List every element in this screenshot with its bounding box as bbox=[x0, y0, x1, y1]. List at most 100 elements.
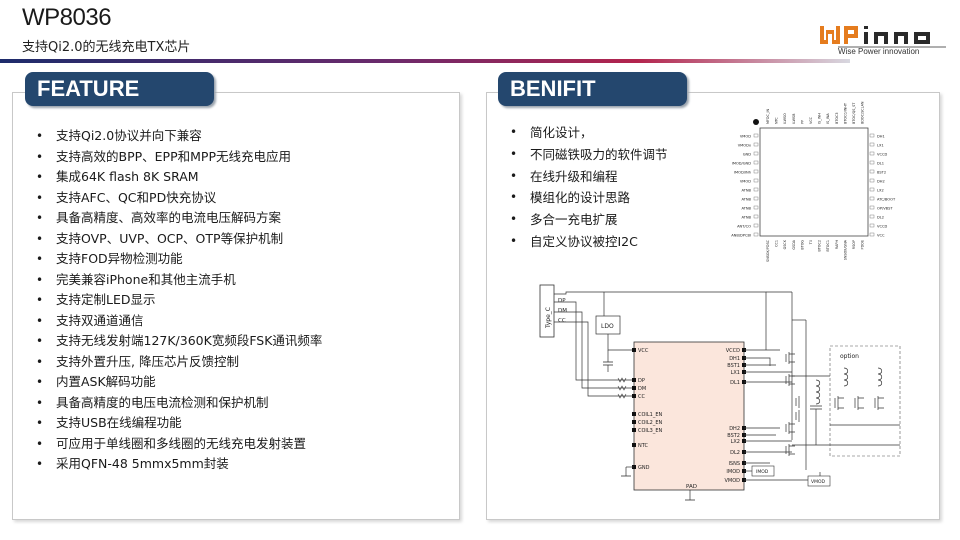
pinout-label: ATC/BOOT bbox=[877, 198, 896, 202]
chip-pin-label: VCCD bbox=[726, 348, 740, 354]
chip-pad-label: PAD bbox=[686, 484, 697, 490]
pinout-label: GSDA bbox=[792, 239, 796, 249]
pinout-label: BTOC2 bbox=[818, 240, 822, 252]
chip-pin-label: BST2 bbox=[727, 433, 740, 439]
pinout-label: SNSOX/GNA bbox=[843, 239, 847, 260]
list-item: 支持高效的BPP、EPP和MPP无线充电应用 bbox=[36, 147, 322, 168]
list-item: 支持USB在线编程功能 bbox=[36, 413, 322, 434]
list-item: 采用QFN-48 5mmx5mm封装 bbox=[36, 454, 322, 475]
chip-pin-label: DM bbox=[638, 386, 646, 392]
feature-heading: FEATURE bbox=[25, 72, 214, 106]
pin-pad bbox=[753, 169, 759, 174]
pin-pad bbox=[753, 187, 759, 192]
chip-pin-marker bbox=[632, 348, 636, 352]
chip-pin-label: ISNS bbox=[728, 461, 740, 467]
chip-pin-marker bbox=[632, 386, 636, 390]
chip-pin-label: DL2 bbox=[730, 450, 740, 456]
pin-pad bbox=[869, 142, 875, 147]
chip-pin-label: DL1 bbox=[730, 380, 740, 386]
pin-pad bbox=[869, 178, 875, 183]
chip-pin-label: IMOD bbox=[726, 469, 740, 475]
pinout-label: VMOD bbox=[740, 180, 751, 184]
list-item: 具备高精度、高效率的电流电压解码方案 bbox=[36, 208, 322, 229]
vmod-box-label: VMOD bbox=[811, 479, 826, 485]
list-item: 可应用于单线圈和多线圈的无线充电发射装置 bbox=[36, 434, 322, 455]
benefit-list: 简化设计， 不同磁铁吸力的软件调节 在线升级和编程 模组化的设计思路 多合一充电… bbox=[510, 122, 668, 253]
pinout-label: BTOC/QS_ST bbox=[852, 102, 856, 124]
chip-pin-marker bbox=[632, 420, 636, 424]
pinout-label: LX2 bbox=[877, 189, 884, 193]
pinout-label: IMOD/GND bbox=[732, 162, 751, 166]
chip-pin-marker bbox=[632, 394, 636, 398]
chip-pin-label: COIL2_EN bbox=[638, 420, 663, 426]
typec-label: Type_C bbox=[545, 307, 552, 329]
pin-pad bbox=[753, 160, 759, 165]
pin-pad bbox=[869, 133, 875, 138]
pin-pad bbox=[869, 151, 875, 156]
list-item: 内置ASK解码功能 bbox=[36, 372, 322, 393]
pin-pad bbox=[753, 223, 759, 228]
list-item: 完美兼容iPhone和其他主流手机 bbox=[36, 270, 322, 291]
pinout-label: DH2 bbox=[877, 180, 885, 184]
chip-pin-label: VCC bbox=[638, 348, 649, 354]
pinout-label: VCCD bbox=[877, 153, 887, 157]
pinout-label: DH1 bbox=[877, 135, 885, 139]
list-item: 支持无线发射端127K/360K宽频段FSK通讯频率 bbox=[36, 331, 322, 352]
chip-pin-marker bbox=[632, 443, 636, 447]
pinout-label: ATNB bbox=[741, 198, 751, 202]
pinout-label: VCC bbox=[877, 234, 885, 238]
pinout-label: VMOD bbox=[740, 135, 751, 139]
pinout-label: BTOC0/INHT bbox=[843, 102, 847, 124]
chip-pin-label: DH1 bbox=[729, 356, 740, 362]
wpinno-logo bbox=[820, 26, 946, 48]
list-item: 模组化的设计思路 bbox=[510, 187, 668, 209]
chip-pin-label: NTC bbox=[638, 443, 649, 449]
list-item: 多合一充电扩展 bbox=[510, 209, 668, 231]
pin-pad bbox=[869, 232, 875, 237]
pinout-label: VCC bbox=[809, 116, 813, 124]
pinout-label: IS_INA bbox=[826, 113, 830, 124]
pinout-label: DL1 bbox=[877, 162, 884, 166]
benefit-heading: BENIFIT bbox=[498, 72, 687, 106]
pinout-label: IS_INH bbox=[818, 113, 822, 124]
chip-pin-label: LX1 bbox=[731, 370, 740, 376]
list-item: 支持FOD异物检测功能 bbox=[36, 249, 322, 270]
pin-pad bbox=[753, 232, 759, 237]
usb-pin-cc: CC bbox=[558, 318, 566, 324]
pinout-label: VCCD bbox=[877, 225, 887, 229]
ldo-label: LDO bbox=[601, 323, 614, 330]
feature-list: 支持Qi2.0协议并向下兼容 支持高效的BPP、EPP和MPP无线充电应用 集成… bbox=[36, 126, 322, 475]
pin-pad bbox=[753, 196, 759, 201]
pin-pad bbox=[869, 223, 875, 228]
pinout-label: CC1 bbox=[775, 240, 779, 247]
pinout-label: GSCK bbox=[783, 239, 787, 249]
pinout-label: ILWSB bbox=[792, 113, 796, 124]
pinout-label: MFDC_IN bbox=[766, 108, 770, 124]
pinout-label: VMODx bbox=[738, 144, 752, 148]
imod-box-label: IMOD bbox=[756, 469, 769, 475]
pin-pad bbox=[753, 133, 759, 138]
list-item: 在线升级和编程 bbox=[510, 166, 668, 188]
pinout-label: ATNB bbox=[741, 189, 751, 193]
list-item: 支持外置升压, 降压芯片反馈控制 bbox=[36, 352, 322, 373]
pinout-label: BTOG bbox=[800, 240, 804, 250]
pin-pad bbox=[869, 160, 875, 165]
pinout-label: BTOC3 bbox=[835, 112, 839, 124]
option-label: option bbox=[840, 353, 859, 360]
pin-pad bbox=[753, 214, 759, 219]
pin-pad bbox=[869, 187, 875, 192]
chip-pin-label: COIL1_EN bbox=[638, 412, 663, 418]
qfn-pinout-diagram: VMODVMODxGNDIMOD/GNDIMOD/INhVMODATNBATNB… bbox=[731, 101, 896, 262]
pinout-label: DL2 bbox=[877, 216, 884, 220]
pinout-label: BTOC1 bbox=[826, 240, 830, 252]
list-item: 不同磁铁吸力的软件调节 bbox=[510, 144, 668, 166]
pinout-label: GND bbox=[743, 153, 751, 157]
pinout-label: T0 bbox=[809, 240, 813, 245]
chip-pin-marker bbox=[632, 428, 636, 432]
pinout-label: SNSOX/PDSC bbox=[766, 239, 770, 262]
chip-pin-label: COIL3_EN bbox=[638, 428, 663, 434]
list-item: 集成64K flash 8K SRAM bbox=[36, 167, 322, 188]
list-item: 简化设计， bbox=[510, 122, 668, 144]
list-item: 支持AFC、QC和PD快充协议 bbox=[36, 188, 322, 209]
